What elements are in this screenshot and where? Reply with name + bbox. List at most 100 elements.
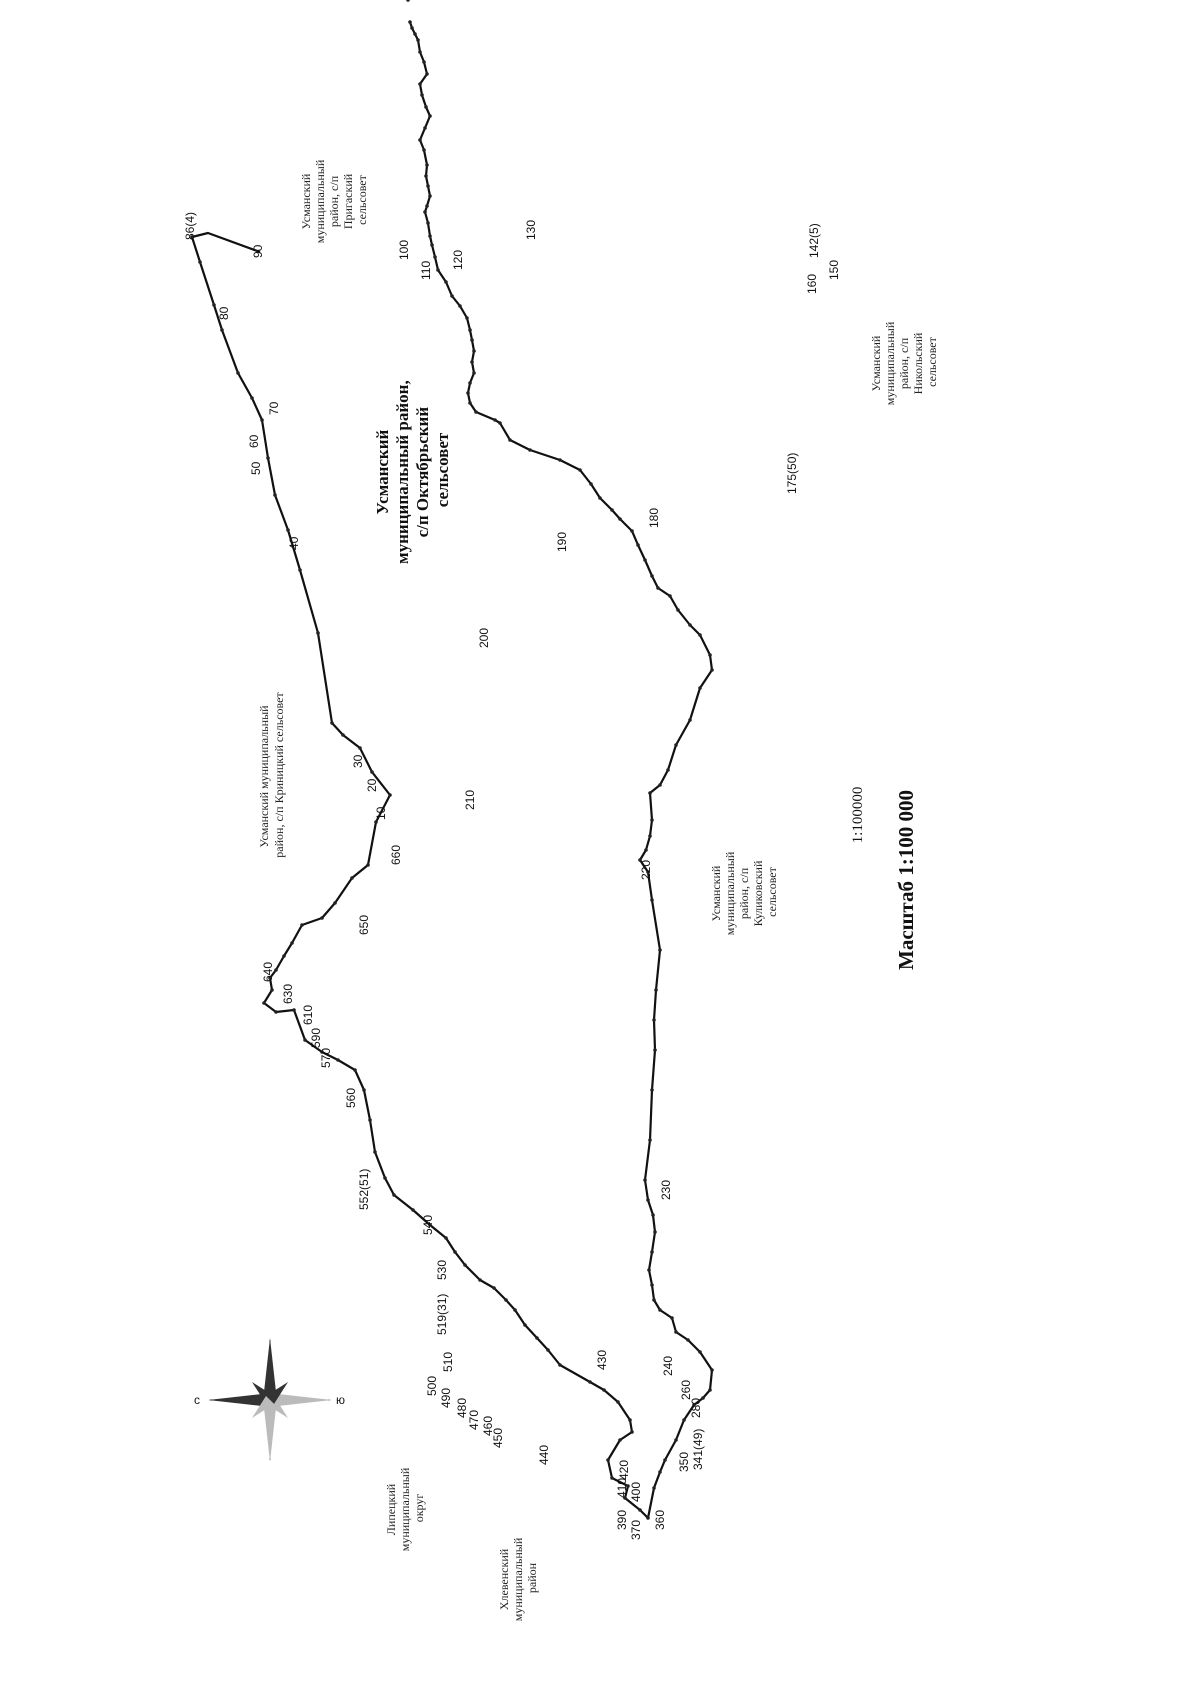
- boundary-vertex: [658, 948, 662, 952]
- point-label: 70: [267, 401, 281, 415]
- boundary-vertex: [698, 633, 702, 637]
- boundary-vertex: [236, 371, 240, 375]
- boundary-vertex: [646, 870, 650, 874]
- boundary-vertex: [465, 316, 469, 320]
- boundary-vertex: [498, 421, 502, 425]
- boundary-vertex: [658, 1308, 662, 1312]
- boundary-vertex: [523, 1323, 527, 1327]
- point-label: 390: [615, 1510, 629, 1530]
- boundary-vertex: [286, 528, 290, 532]
- boundary-vertex: [686, 1338, 690, 1342]
- boundary-vertex: [406, 0, 410, 2]
- boundary-vertex: [701, 1396, 705, 1400]
- boundary-vertex: [428, 114, 432, 118]
- boundary-vertex: [430, 243, 434, 247]
- boundary-vertex: [504, 1298, 508, 1302]
- boundary-vertex: [643, 558, 647, 562]
- boundary-vertex: [653, 1230, 657, 1234]
- point-label: 341(49): [691, 1429, 705, 1470]
- compass-south-label: ю: [336, 1393, 345, 1407]
- point-label: 220: [639, 860, 653, 880]
- boundary-vertex: [468, 401, 472, 405]
- point-label: 650: [357, 915, 371, 935]
- boundary-vertex: [652, 1018, 656, 1022]
- point-label: 110: [419, 261, 433, 280]
- point-label: 630: [281, 984, 295, 1004]
- point-label: 560: [344, 1088, 358, 1108]
- point-label: 350: [677, 1452, 691, 1472]
- boundary-vertex: [436, 268, 440, 272]
- boundary-vertex: [638, 858, 642, 862]
- boundary-vertex: [674, 1330, 678, 1334]
- boundary-vertex: [546, 1348, 550, 1352]
- region-label-top-right: Усманский муниципальный район, с/п Прига…: [299, 157, 369, 244]
- boundary-vertex: [692, 1403, 696, 1407]
- point-label: 60: [247, 434, 261, 448]
- region-label-left: Усманский муниципальный район, с/п Крини…: [257, 692, 286, 858]
- point-label: 160: [805, 274, 819, 294]
- boundary-vertex: [653, 1048, 657, 1052]
- boundary-vertex: [630, 529, 634, 533]
- boundary-vertex: [578, 468, 582, 472]
- boundary-vertices: [190, 0, 714, 1520]
- boundary-vertex: [674, 743, 678, 747]
- boundary-vertex: [320, 1050, 324, 1054]
- boundary-vertex: [428, 194, 432, 198]
- boundary-vertex: [478, 1278, 482, 1282]
- boundary-vertex: [426, 184, 430, 188]
- boundary-vertex: [426, 221, 430, 225]
- boundary-vertex: [654, 988, 658, 992]
- boundary-vertex: [708, 653, 712, 657]
- boundary-vertex: [290, 941, 294, 945]
- boundary-vertex: [682, 1418, 686, 1422]
- boundary-vertex: [472, 349, 476, 353]
- point-label: 240: [661, 1356, 675, 1376]
- boundary-vertex: [358, 746, 362, 750]
- boundary-vertex: [598, 496, 602, 500]
- boundary-vertex: [628, 1418, 632, 1422]
- point-label: 20: [365, 778, 379, 792]
- boundary-vertex: [413, 32, 417, 36]
- point-label: 120: [451, 250, 465, 270]
- boundary-vertex: [636, 543, 640, 547]
- boundary-vertex: [646, 1516, 650, 1520]
- boundary-vertex: [262, 1001, 266, 1005]
- boundary-vertex: [458, 304, 462, 308]
- point-label: 100: [397, 240, 411, 260]
- boundary-vertex: [373, 1150, 377, 1154]
- boundary-vertex: [368, 1118, 372, 1122]
- boundary-vertex: [463, 1263, 467, 1267]
- boundary-vertex: [341, 733, 345, 737]
- boundary-vertex: [606, 1458, 610, 1462]
- boundary-vertex: [350, 876, 354, 880]
- point-label: 450: [491, 1428, 505, 1448]
- point-label: 410: [615, 1478, 629, 1498]
- point-label: 180: [647, 508, 661, 528]
- boundary-vertex: [618, 517, 622, 521]
- boundary-vertex: [410, 26, 414, 30]
- boundary-vertex: [618, 1438, 622, 1442]
- boundary-vertex: [602, 1388, 606, 1392]
- boundary-vertex: [420, 93, 424, 97]
- boundary-vertex: [650, 1088, 654, 1092]
- boundary-vertex: [433, 255, 437, 259]
- boundary-vertex: [316, 631, 320, 635]
- point-label: 660: [389, 845, 403, 865]
- region-label-center-bottom: Усманский муниципальный район, с/п Кулик…: [709, 849, 779, 936]
- boundary-vertex: [212, 303, 216, 307]
- boundary-vertex: [652, 1486, 656, 1490]
- boundary-vertex: [666, 768, 670, 772]
- boundary-vertex: [616, 1400, 620, 1404]
- boundary-vertex: [493, 418, 497, 422]
- point-label: 230: [659, 1180, 673, 1200]
- boundary-vertex: [418, 138, 422, 142]
- boundary-vertex: [492, 1286, 496, 1290]
- boundary-vertex: [650, 898, 654, 902]
- point-label: 590: [309, 1028, 323, 1048]
- boundary-vertex: [268, 976, 272, 980]
- boundary-vertex: [418, 82, 422, 86]
- boundary-vertex: [648, 834, 652, 838]
- point-label: 190: [555, 532, 569, 552]
- boundary-vertex: [676, 608, 680, 612]
